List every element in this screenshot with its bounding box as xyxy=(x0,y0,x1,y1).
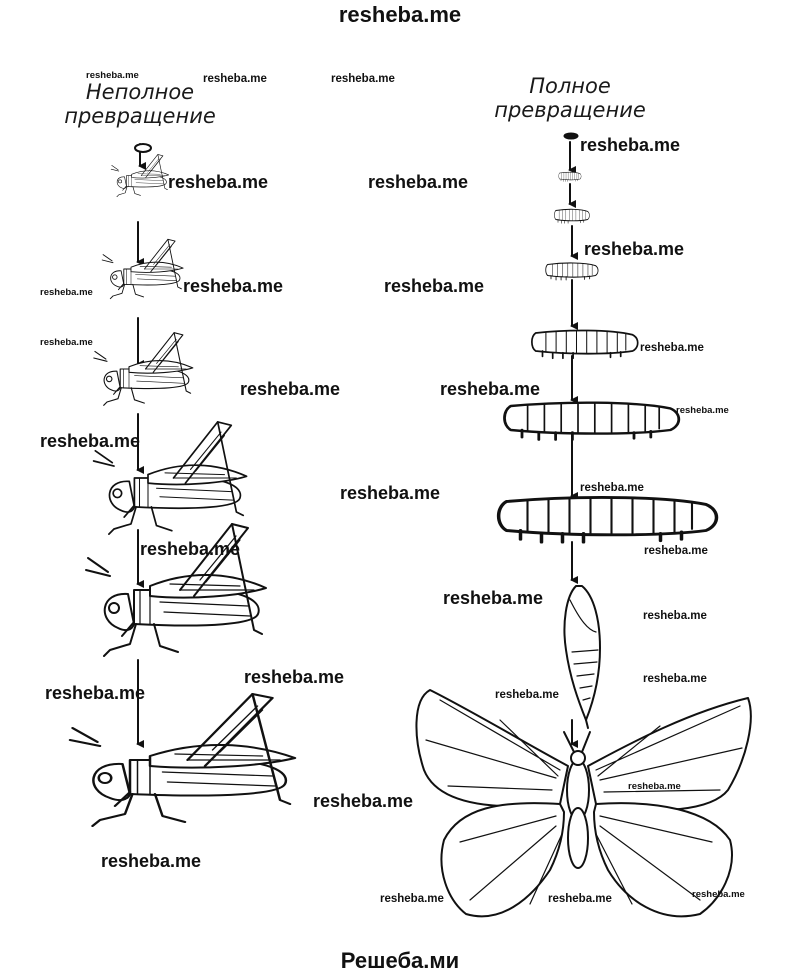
watermark: resheba.me xyxy=(443,588,544,608)
butterfly-icon xyxy=(415,689,752,918)
grasshopper-egg-icon xyxy=(134,143,152,153)
watermark: resheba.me xyxy=(692,889,745,900)
larva-icon xyxy=(545,262,599,281)
heading-line: Неполное xyxy=(85,80,195,104)
site-header: resheba.me xyxy=(338,2,462,27)
larva-icon xyxy=(554,208,590,224)
watermark: resheba.me xyxy=(240,379,341,399)
watermark: resheba.me xyxy=(140,539,241,559)
watermark: resheba.me xyxy=(40,337,93,348)
grasshopper-nymph-icon xyxy=(101,238,184,300)
larva-icon xyxy=(496,495,719,544)
watermark: resheba.me xyxy=(643,610,707,622)
watermark: resheba.me xyxy=(640,342,704,354)
watermark: resheba.me xyxy=(40,431,141,451)
watermark: resheba.me xyxy=(86,70,139,81)
watermark: resheba.me xyxy=(548,893,612,905)
watermark: resheba.me xyxy=(101,851,202,871)
watermark: resheba.me xyxy=(203,73,267,85)
watermark: resheba.me xyxy=(384,276,485,296)
watermark: resheba.me xyxy=(580,135,681,155)
larva-icon xyxy=(530,329,639,360)
larva-icon xyxy=(503,401,681,442)
watermark: resheba.me xyxy=(313,791,414,811)
heading-line: превращение xyxy=(64,104,216,128)
watermark: resheba.me xyxy=(244,667,345,687)
watermark: resheba.me xyxy=(40,287,93,298)
pupa-icon xyxy=(563,585,601,729)
watermark: resheba.me xyxy=(331,73,395,85)
watermark: resheba.me xyxy=(183,276,284,296)
watermark: resheba.me xyxy=(168,172,269,192)
heading-line: Полное xyxy=(529,74,611,98)
watermark: resheba.me xyxy=(380,893,444,905)
watermark: resheba.me xyxy=(584,239,685,259)
larva-icon xyxy=(558,171,582,182)
egg-icon xyxy=(563,132,579,140)
watermark: resheba.me xyxy=(45,683,146,703)
watermark: resheba.me xyxy=(676,405,729,416)
watermark: resheba.me xyxy=(495,689,559,701)
watermark: resheba.me xyxy=(628,781,681,792)
incomplete-metamorphosis-heading: Неполное превращение xyxy=(40,80,240,128)
site-footer: Решеба.ми xyxy=(340,948,460,973)
complete-metamorphosis-heading: Полное превращение xyxy=(470,74,670,122)
watermark: resheba.me xyxy=(644,545,708,557)
watermark: resheba.me xyxy=(340,483,441,503)
grasshopper-adult-icon xyxy=(68,692,297,828)
watermark: resheba.me xyxy=(440,379,541,399)
watermark: resheba.me xyxy=(368,172,469,192)
heading-line: превращение xyxy=(494,98,646,122)
watermark: resheba.me xyxy=(580,482,644,494)
grasshopper-nymph-icon xyxy=(93,332,194,406)
watermark: resheba.me xyxy=(643,673,707,685)
